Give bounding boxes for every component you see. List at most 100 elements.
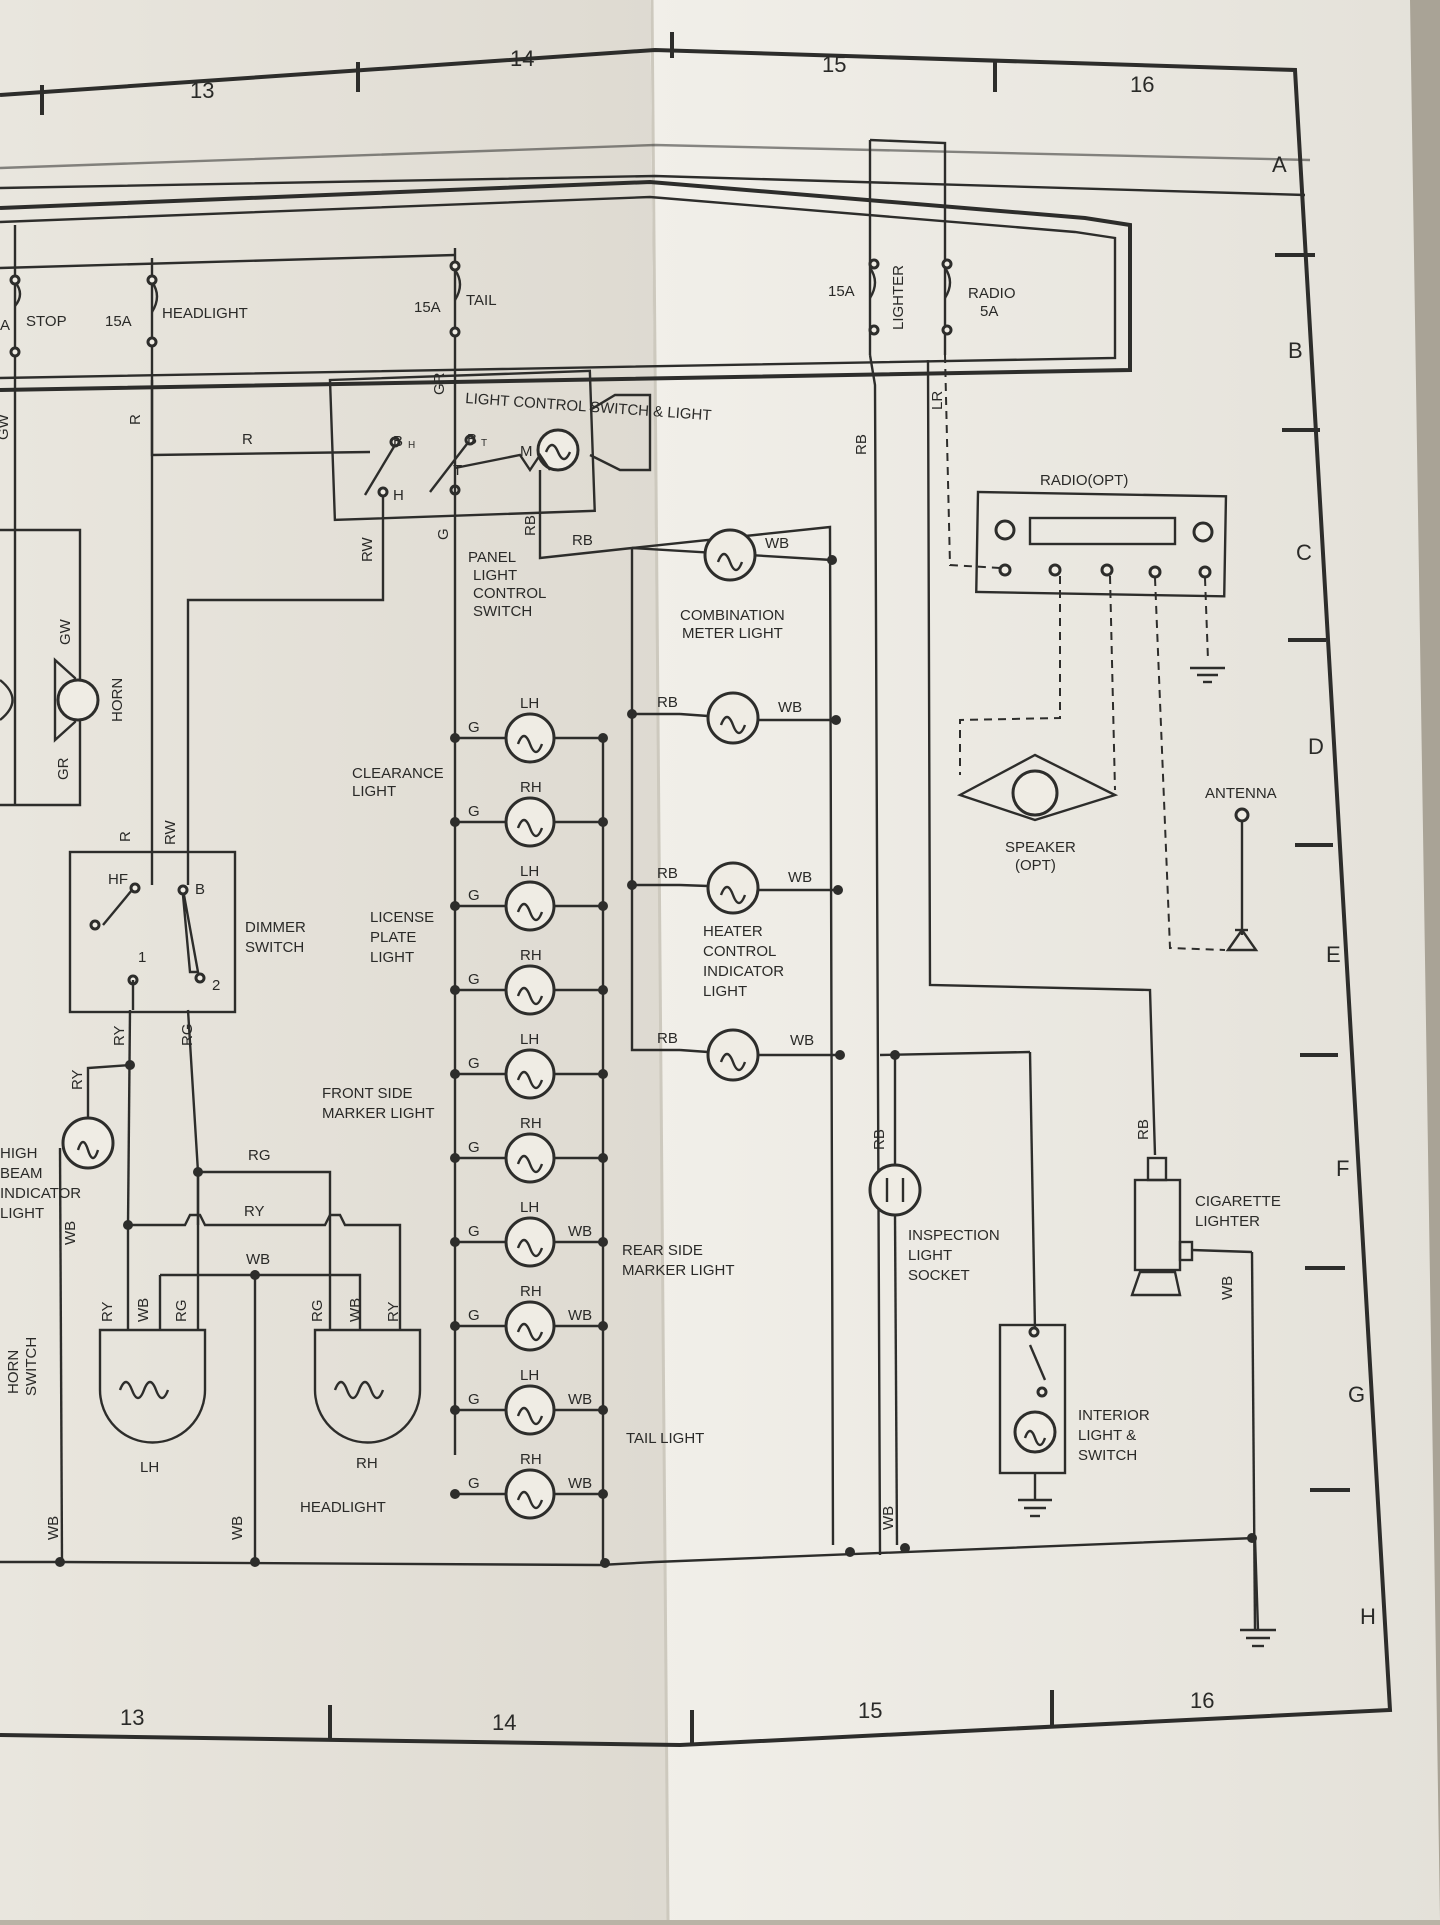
filament-icon — [516, 818, 544, 838]
wire-rb-lcs: RB — [522, 515, 539, 536]
front-side-l1: FRONT SIDE — [322, 1085, 413, 1102]
lamp-bulb-icon — [504, 1132, 556, 1184]
headlight-label: HEADLIGHT — [300, 1499, 386, 1516]
radio-unit — [975, 490, 1228, 598]
paper-left-half — [0, 0, 668, 1920]
paper-fold — [650, 0, 670, 1921]
heater-l1: HEATER — [703, 923, 763, 940]
panel-switch-l4: SWITCH — [473, 603, 532, 620]
lamp-bulb-icon — [504, 1216, 556, 1268]
grid-row-g: G — [1348, 1382, 1365, 1407]
heater-rb: RB — [657, 865, 678, 882]
fuse-lighter-label: LIGHTER — [890, 265, 907, 330]
grid-col-top-15: 15 — [822, 52, 846, 77]
heater-l3: INDICATOR — [703, 963, 784, 980]
interior-l1: INTERIOR — [1078, 1407, 1150, 1424]
antenna-label: ANTENNA — [1205, 785, 1277, 802]
hb-l2: BEAM — [0, 1165, 43, 1182]
hb-ry: RY — [69, 1069, 86, 1090]
panel-switch-l2: LIGHT — [473, 567, 517, 584]
junction-dot — [450, 1405, 460, 1415]
bulb-wb-label: WB — [568, 1475, 592, 1492]
inspection-socket — [868, 1050, 922, 1546]
bulb-side-label: RH — [520, 1115, 542, 1132]
inspection-l1: INSPECTION — [908, 1227, 1000, 1244]
bulb-side-label: RH — [520, 1451, 542, 1468]
wire-r-1: R — [242, 431, 253, 448]
radio-label: RADIO(OPT) — [1040, 472, 1128, 489]
filament-icon — [516, 1322, 544, 1342]
bulb-feed-g-label: G — [468, 1139, 480, 1156]
fuse-radio-label: RADIO — [968, 285, 1016, 302]
hl-ry-v1: RY — [99, 1301, 116, 1322]
meter-wb: WB — [765, 535, 789, 552]
fuse-radio — [869, 138, 953, 355]
clearance-l2: LIGHT — [352, 783, 396, 800]
inspection-l3: SOCKET — [908, 1267, 970, 1284]
lcs-terminal-bt: B — [467, 431, 477, 448]
meter2-rb: RB — [657, 694, 678, 711]
hl-wb-v1: WB — [135, 1298, 152, 1322]
bulb-feed-g-label: G — [468, 887, 480, 904]
heater-l4: LIGHT — [703, 983, 747, 1000]
filament-icon — [516, 902, 544, 922]
bulb-wb-label: WB — [568, 1223, 592, 1240]
filament-icon — [516, 734, 544, 754]
bulb-wb-label: WB — [568, 1391, 592, 1408]
grid-row-h: H — [1360, 1604, 1376, 1629]
hl-wb: WB — [246, 1251, 270, 1268]
fuse-tail — [449, 248, 462, 378]
meter-light-bulbs — [627, 528, 845, 1082]
heater2-wb: WB — [790, 1032, 814, 1049]
hl-rg: RG — [248, 1147, 271, 1164]
hb-wb: WB — [62, 1221, 79, 1245]
hl-ry-v2: RY — [385, 1301, 402, 1322]
cigarette-l2: LIGHTER — [1195, 1213, 1260, 1230]
light-control-switch — [328, 369, 652, 522]
horn-switch-1: HORN — [5, 1350, 22, 1394]
wire-rb-right: RB — [853, 434, 870, 455]
inspection-l2: LIGHT — [908, 1247, 952, 1264]
meter-light-l2: METER LIGHT — [682, 625, 783, 642]
bulb-feed-g-label: G — [468, 1055, 480, 1072]
junction-dot — [598, 1405, 608, 1415]
main-wiring — [0, 354, 1157, 1556]
dimmer-t2: 2 — [212, 977, 220, 994]
junction-dot — [450, 1489, 460, 1499]
lamp-bulb-icon — [504, 1468, 556, 1520]
lcs-terminal-h: H — [393, 487, 404, 504]
bulb-side-label: LH — [520, 863, 539, 880]
fuse-stop-rating: A — [0, 317, 10, 334]
bulb-side-label: RH — [520, 947, 542, 964]
lcs-terminal-bh-sub: H — [408, 440, 415, 451]
hl-wb-v2: WB — [347, 1298, 364, 1322]
hb-l4: LIGHT — [0, 1205, 44, 1222]
bulb-side-label: LH — [520, 1367, 539, 1384]
high-beam-indicator — [58, 1063, 131, 1563]
fuse-headlight-label: HEADLIGHT — [162, 305, 248, 322]
grid-col-bottom-16: 16 — [1190, 1688, 1214, 1713]
ground-wb-3: WB — [880, 1506, 897, 1530]
wire-gw-2: GW — [57, 618, 74, 645]
speaker-l1: SPEAKER — [1005, 839, 1076, 856]
lcs-terminal-bt-sub: T — [481, 438, 487, 449]
grid-col-top-16: 16 — [1130, 72, 1154, 97]
dimmer-switch — [68, 850, 237, 1014]
interior-l3: SWITCH — [1078, 1447, 1137, 1464]
lamp-bulb-icon — [504, 880, 556, 932]
lamp-bulb-icon — [504, 712, 556, 764]
bulb-feed-g-label: G — [468, 1307, 480, 1324]
junction-dot — [598, 1153, 608, 1163]
wire-gw-1: GW — [0, 413, 12, 440]
lcs-terminal-m: M — [520, 443, 533, 460]
grid-col-bottom-13: 13 — [120, 1705, 144, 1730]
fuse-stop-label: STOP — [26, 313, 67, 330]
horn-icon — [0, 657, 100, 743]
lamp-bulb-icon — [504, 964, 556, 1016]
interior-light-switch — [998, 1323, 1067, 1518]
junction-dot — [450, 1069, 460, 1079]
tail-light-l1: TAIL LIGHT — [626, 1430, 704, 1447]
meter-light-l1: COMBINATION — [680, 607, 785, 624]
